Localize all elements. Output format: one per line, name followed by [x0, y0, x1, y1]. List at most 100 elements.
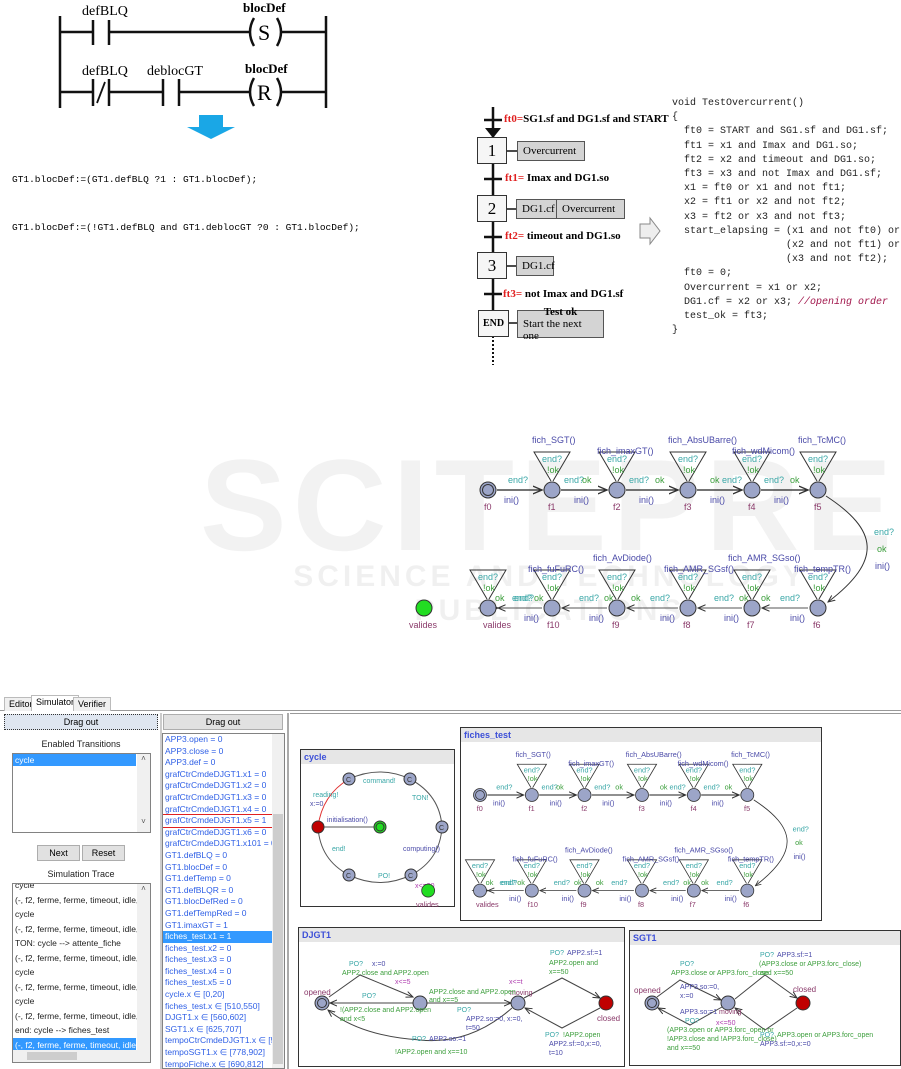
step-3: 3	[477, 252, 507, 279]
tab-simulator[interactable]: Simulator	[31, 695, 80, 711]
watermark: SCITEPRESS	[200, 432, 901, 578]
transition-item[interactable]: cycle	[13, 754, 136, 766]
variable-item[interactable]: grafCtrCmdeDJGT1.x2 = 0	[165, 780, 267, 791]
panel-title: fiches_test	[461, 728, 821, 742]
variable-item[interactable]: APP3.close = 0	[165, 745, 224, 756]
next-button[interactable]: Next	[37, 845, 80, 861]
variable-item[interactable]: fiches_test.x2 = 0	[165, 942, 232, 953]
code-line: (x2 and not ft1) or	[672, 240, 901, 252]
reset-button[interactable]: Reset	[82, 845, 125, 861]
djgt1-panel: DJGT1	[298, 927, 625, 1067]
trace-item[interactable]: (-, f2, ferme, ferme, timeout, idle,	[15, 952, 139, 963]
code-comment: //opening order	[798, 296, 889, 308]
transition-ft0: ft0=SG1.sf and DG1.sf and START	[504, 113, 669, 125]
panel-title: DJGT1	[299, 928, 624, 942]
simulation-trace-title: Simulation Trace	[47, 869, 115, 879]
variable-item[interactable]: grafCtrCmdeDJGT1.x5 = 1	[163, 814, 273, 828]
scrollbar[interactable]: ˄	[137, 884, 150, 1052]
variable-item[interactable]: GT1.imaxGT = 1	[165, 919, 228, 930]
variable-item[interactable]: GT1.blocDef = 0	[165, 861, 228, 872]
reset-coil-letter: R	[257, 80, 272, 105]
cycle-panel: cycle	[300, 749, 455, 907]
trace-item[interactable]: (-, f2, ferme, ferme, timeout, idle,	[13, 1037, 138, 1052]
contact-label-deblocGT: deblocGT	[147, 64, 203, 79]
action-overcurrent: Overcurrent	[517, 141, 585, 161]
horizontal-scrollbar[interactable]	[13, 1050, 150, 1062]
enabled-transitions-title: Enabled Transitions	[41, 739, 121, 749]
ladder-code-line: GT1.blocDef:=(!GT1.defBLQ and GT1.debloc…	[12, 222, 360, 233]
panel-title: cycle	[301, 750, 454, 764]
code-line: }	[672, 325, 679, 337]
action-dg1-cf: DG1.cf	[516, 256, 555, 276]
variable-item[interactable]: grafCtrCmdeDJGT1.x6 = 0	[165, 826, 267, 837]
variable-item[interactable]: fiches_test.x3 = 0	[165, 954, 232, 965]
scrollbar[interactable]	[272, 734, 284, 1068]
tab-verifier[interactable]: Verifier	[73, 697, 112, 711]
drag-out-button[interactable]: Drag out	[4, 714, 158, 730]
variable-item[interactable]: GT1.defTemp = 0	[165, 873, 231, 884]
arrow-down-icon	[187, 115, 235, 139]
step-2: 2	[477, 195, 507, 222]
variable-item[interactable]: grafCtrCmdeDJGT1.x101 = 0	[165, 838, 276, 849]
variable-item[interactable]: grafCtrCmdeDJGT1.x1 = 0	[165, 768, 267, 779]
contact-label-defBLQ-negated: defBLQ	[82, 64, 128, 79]
code-line: ft1 = x1 and Imax and DG1.so;	[672, 140, 859, 152]
variable-item[interactable]: fiches_test.x1 = 1	[163, 931, 272, 943]
code-line: Overcurrent = x1 or x2;	[672, 282, 823, 294]
trace-item[interactable]: (-, f2, ferme, ferme, timeout, idle,	[15, 1010, 139, 1021]
drag-out-variables-button[interactable]: Drag out	[163, 714, 283, 730]
variable-item[interactable]: GT1.blocDefRed = 0	[165, 896, 243, 907]
variable-item[interactable]: fiches_test.x ∈ [510,550]	[165, 1000, 260, 1011]
variable-item[interactable]: SGT1.x ∈ [625,707]	[165, 1023, 242, 1034]
transition-ft3: ft3= not Imax and DG1.sf	[503, 288, 624, 300]
action-overcurrent: Overcurrent	[556, 199, 625, 219]
step-1: 1	[477, 137, 507, 164]
variable-item[interactable]: DJGT1.x ∈ [560,602]	[165, 1012, 247, 1023]
trace-item[interactable]: cycle	[15, 883, 35, 890]
variable-item[interactable]: APP3.open = 0	[165, 734, 223, 744]
variable-item[interactable]: grafCtrCmdeDJGT1.x3 = 0	[165, 791, 267, 802]
variable-item[interactable]: GT1.defTempRed = 0	[165, 907, 247, 918]
trace-item[interactable]: cycle	[15, 996, 35, 1006]
code-line: DG1.cf = x2 or x3;	[672, 296, 799, 308]
code-line: (x3 and not ft2);	[672, 254, 889, 266]
variable-item[interactable]: tempoFiche.x ∈ [690,812]	[165, 1058, 264, 1069]
trace-item[interactable]: cycle	[15, 967, 35, 977]
simulation-trace-list: cycle (-, f2, ferme, ferme, timeout, idle…	[12, 883, 151, 1063]
ladder-code: GT1.blocDef:=(GT1.defBLQ ?1 : GT1.blocDe…	[12, 140, 360, 252]
panel-title: SGT1	[630, 931, 900, 945]
transition-ft1: ft1= Imax and DG1.so	[505, 172, 610, 184]
variable-item[interactable]: tempoCtrCmdeDJGT1.x ∈ [510	[165, 1035, 285, 1046]
ladder-code-line: GT1.blocDef:=(GT1.defBLQ ?1 : GT1.blocDe…	[12, 174, 258, 185]
step-end: END	[478, 310, 509, 337]
code-line: ft2 = x2 and timeout and DG1.so;	[672, 154, 877, 166]
variable-item[interactable]: cycle.x ∈ [0,20]	[165, 989, 225, 1000]
trace-item[interactable]: (-, f2, ferme, ferme, timeout, idle,	[15, 981, 139, 992]
code-line: test_ok = ft3;	[672, 311, 769, 323]
code-line: x2 = ft1 or x2 and not ft2;	[672, 197, 847, 209]
code-line: ft0 = 0;	[672, 268, 733, 280]
action-test-ok-subtitle: Start the next one	[523, 318, 582, 342]
scrollbar[interactable]: ˄˅	[137, 754, 150, 832]
coil-label-set: blocDef	[243, 0, 286, 15]
variable-item[interactable]: APP3.def = 0	[165, 757, 216, 768]
trace-item[interactable]: (-, f2, ferme, ferme, timeout, idle,	[15, 923, 139, 934]
action-dg1-cf: DG1.cf	[516, 199, 557, 219]
arrow-right-icon	[639, 216, 661, 246]
variable-item[interactable]: fiches_test.x4 = 0	[165, 965, 232, 976]
trace-item[interactable]: cycle	[15, 909, 35, 919]
variable-item[interactable]: tempoSGT1.x ∈ [778,902]	[165, 1047, 266, 1058]
trace-item[interactable]: TON: cycle --> attente_fiche	[15, 938, 121, 948]
fiches-test-panel: fiches_test	[460, 727, 822, 921]
code-line: x1 = ft0 or x1 and not ft1;	[672, 183, 847, 195]
enabled-transitions-list: cycle ˄˅	[12, 753, 151, 833]
set-coil-letter: S	[258, 20, 270, 45]
variable-item[interactable]: GT1.defBLQR = 0	[165, 884, 234, 895]
contact-label-defBLQ: defBLQ	[82, 4, 128, 19]
variable-item[interactable]: GT1.defBLQ = 0	[165, 849, 228, 860]
trace-item[interactable]: (-, f2, ferme, ferme, timeout, idle,	[15, 894, 139, 905]
variable-item[interactable]: grafCtrCmdeDJGT1.x4 = 0	[165, 803, 267, 814]
trace-item[interactable]: end: cycle --> fiches_test	[15, 1025, 110, 1035]
action-test-ok: Test ok Start the next one	[517, 306, 604, 342]
variable-item[interactable]: fiches_test.x5 = 0	[165, 977, 232, 988]
